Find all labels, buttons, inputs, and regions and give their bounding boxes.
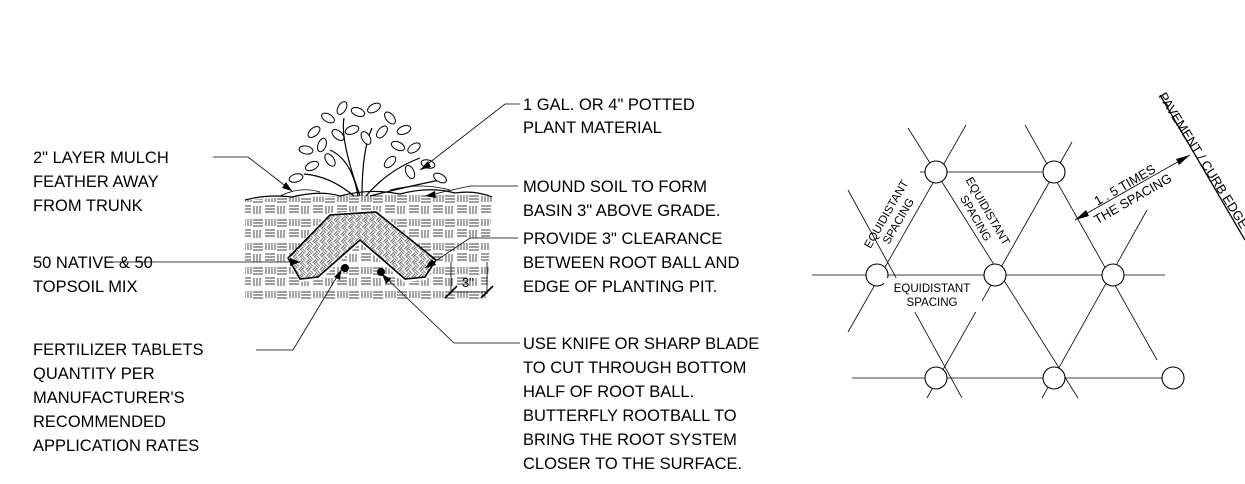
- callout-fertilizer: FERTILIZER TABLETS QUANTITY PER MANUFACT…: [33, 341, 204, 455]
- plant-circle: [924, 366, 948, 390]
- callout-mulch: 2" LAYER MULCH FEATHER AWAY FROM TRUNK: [33, 149, 169, 215]
- svg-text:CLOSER TO THE SURFACE.: CLOSER TO THE SURFACE.: [523, 455, 742, 473]
- svg-text:APPLICATION RATES: APPLICATION RATES: [33, 437, 199, 455]
- svg-text:PROVIDE 3" CLEARANCE: PROVIDE 3" CLEARANCE: [523, 230, 722, 248]
- plant-circle: [865, 263, 889, 287]
- svg-text:TO CUT THROUGH BOTTOM: TO CUT THROUGH BOTTOM: [523, 359, 746, 377]
- svg-text:FEATHER AWAY: FEATHER AWAY: [33, 173, 159, 191]
- svg-text:BASIN 3" ABOVE GRADE.: BASIN 3" ABOVE GRADE.: [523, 202, 721, 220]
- callout-plant-material: 1 GAL. OR 4" POTTED PLANT MATERIAL: [523, 96, 695, 137]
- svg-text:RECOMMENDED: RECOMMENDED: [33, 413, 166, 431]
- svg-text:FROM TRUNK: FROM TRUNK: [33, 197, 143, 215]
- plant-circle: [983, 263, 1007, 287]
- spacing-label-right-diagonal: EQUIDISTANT SPACING: [957, 175, 1011, 247]
- planting-section: 3" 1 GAL. OR 4" POTTED PLANT MATERIAL: [33, 96, 759, 473]
- svg-text:TOPSOIL MIX: TOPSOIL MIX: [33, 278, 138, 296]
- plant-circle: [1101, 263, 1125, 287]
- plant-circle: [1042, 366, 1066, 390]
- leader-arrowheads: [282, 161, 436, 284]
- pavement-curb-edge: PAVEMENT / CURB EDGE: [1155, 90, 1245, 241]
- svg-text:PLANT MATERIAL: PLANT MATERIAL: [523, 119, 662, 137]
- diagonal-lines: [847, 124, 1158, 399]
- mulch-layer: [279, 185, 451, 197]
- svg-text:50 NATIVE & 50: 50 NATIVE & 50: [33, 254, 153, 272]
- fertilizer-tablet-dot: [341, 264, 349, 272]
- leader-lines: [112, 103, 520, 351]
- edge-offset-dimension: 1 . 5 TIMES THE SPACING: [1074, 154, 1191, 227]
- svg-text:BRING THE ROOT SYSTEM: BRING THE ROOT SYSTEM: [523, 431, 737, 449]
- spacing-diagram: EQUIDISTANT SPACING EQUIDISTANT SPACING …: [812, 90, 1245, 399]
- callout-soil-mix: 50 NATIVE & 50 TOPSOIL MIX: [33, 254, 153, 296]
- svg-text:USE KNIFE OR SHARP BLADE: USE KNIFE OR SHARP BLADE: [523, 335, 759, 353]
- plant-circle: [1161, 366, 1185, 390]
- svg-text:EDGE OF PLANTING PIT.: EDGE OF PLANTING PIT.: [523, 278, 717, 296]
- plant-circle: [1042, 160, 1066, 184]
- spacing-label-horizontal: EQUIDISTANT SPACING: [894, 283, 970, 309]
- svg-text:MANUFACTURER'S: MANUFACTURER'S: [33, 389, 185, 407]
- root-ball: [287, 211, 438, 280]
- svg-text:HALF OF ROOT BALL.: HALF OF ROOT BALL.: [523, 383, 694, 401]
- shrub-leaves: [288, 101, 447, 184]
- fertilizer-tablet-dot: [377, 268, 385, 276]
- svg-text:1 GAL. OR 4" POTTED: 1 GAL. OR 4" POTTED: [523, 96, 695, 114]
- svg-text:BETWEEN ROOT BALL AND: BETWEEN ROOT BALL AND: [523, 254, 739, 272]
- plant-circle: [924, 160, 948, 184]
- svg-text:PAVEMENT / CURB EDGE: PAVEMENT / CURB EDGE: [1155, 90, 1245, 232]
- callout-clearance: PROVIDE 3" CLEARANCE BETWEEN ROOT BALL A…: [523, 230, 739, 296]
- svg-text:MOUND SOIL TO FORM: MOUND SOIL TO FORM: [523, 178, 707, 196]
- svg-text:SPACING: SPACING: [907, 297, 958, 309]
- svg-text:BUTTERFLY ROOTBALL TO: BUTTERFLY ROOTBALL TO: [523, 407, 737, 425]
- svg-text:QUANTITY PER: QUANTITY PER: [33, 365, 155, 383]
- dimension-label: 3": [462, 275, 474, 290]
- shrub-stems: [303, 117, 441, 197]
- clearance-dimension: 3": [444, 262, 494, 299]
- plant-circles: [865, 160, 1185, 390]
- svg-text:FERTILIZER TABLETS: FERTILIZER TABLETS: [33, 341, 204, 359]
- callout-knife: USE KNIFE OR SHARP BLADE TO CUT THROUGH …: [523, 335, 759, 473]
- svg-text:EQUIDISTANT: EQUIDISTANT: [894, 283, 970, 295]
- svg-text:2" LAYER MULCH: 2" LAYER MULCH: [33, 149, 169, 167]
- spacing-label-left-diagonal: EQUIDISTANT SPACING: [863, 178, 917, 250]
- callout-mound-soil: MOUND SOIL TO FORM BASIN 3" ABOVE GRADE.: [523, 178, 721, 220]
